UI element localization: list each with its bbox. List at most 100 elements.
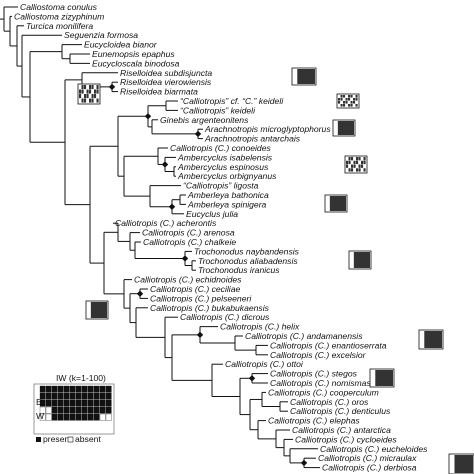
support-box-ambercyclus-cell <box>353 168 356 172</box>
taxon-label: Arachnotropis microglyptophorus <box>204 124 331 134</box>
support-box-amberleya-fill <box>329 196 346 211</box>
support-box-keideli-cell <box>343 101 346 104</box>
support-box-keideli-cell <box>345 104 348 107</box>
support-box-riselloidea-clade-cell <box>89 89 92 94</box>
legend-cell <box>81 406 88 414</box>
taxon-label: Calliotropis (C.) dicrous <box>180 312 270 322</box>
taxon-label: Seguenzia formosa <box>64 30 138 40</box>
support-box-riselloidea-clade-cell <box>89 94 92 99</box>
support-box-riselloidea-clade-cell <box>79 85 82 90</box>
taxon-label: Calliotropis (C.) pelseeneri <box>150 293 252 303</box>
taxon-label: Riselloidea subdisjuncta <box>120 68 212 78</box>
legend-cell <box>51 399 58 407</box>
support-box-keideli-cell <box>345 101 348 104</box>
support-box-ambercyclus-cell <box>358 160 361 165</box>
support-box-stegos-fill <box>375 370 393 386</box>
support-box-ambercyclus-cell <box>361 164 364 168</box>
legend-cell <box>69 406 76 414</box>
legend-cell <box>45 406 52 414</box>
support-box-riselloidea-clade-cell <box>91 89 94 94</box>
legend-cell <box>57 385 64 393</box>
support-box-ambercyclus-cell <box>356 164 359 168</box>
legend-cell <box>51 406 58 414</box>
support-box-ambercyclus-cell <box>361 168 364 172</box>
support-box-keideli-cell <box>355 95 358 98</box>
legend-cell <box>39 399 46 407</box>
taxon-label: Ginebis argenteonitens <box>160 115 249 125</box>
support-box-riselloidea-clade-cell <box>96 89 99 94</box>
support-box-riselloidea-clade-cell <box>81 98 84 103</box>
support-box-keideli-cell <box>348 101 351 104</box>
support-box-ambercyclus-cell <box>358 168 361 172</box>
support-box-ambercyclus-cell <box>351 157 354 161</box>
legend-cell <box>93 385 100 393</box>
taxon-label: Calliotropis (C.) ceciliae <box>150 284 240 294</box>
legend-cell <box>45 385 52 393</box>
support-box-riselloidea-clade-cell <box>94 98 97 103</box>
support-box-ambercyclus-cell <box>356 168 359 172</box>
support-box-riselloidea-clade-cell <box>94 89 97 94</box>
legend-cell <box>87 406 94 414</box>
support-legend: IW (k=1-100) E W present absent <box>33 373 115 444</box>
taxon-label: Eucycloidea bianor <box>84 40 158 50</box>
support-box-micraulax-fill <box>454 455 473 473</box>
node-diamond <box>161 161 169 168</box>
legend-title: IW (k=1-100) <box>56 373 106 383</box>
legend-cell <box>81 413 88 421</box>
legend-cell <box>63 385 70 393</box>
taxon-label: Calliotropis (C.) acherontis <box>115 218 217 228</box>
support-box-ambercyclus-cell <box>361 160 364 165</box>
taxon-label: Calliotropis (C.) antarctica <box>292 425 391 435</box>
legend-cell <box>93 399 100 407</box>
legend-cell <box>63 413 70 421</box>
support-box-keideli-cell <box>340 104 343 107</box>
legend-cell <box>99 413 106 421</box>
legend-cell <box>39 385 46 393</box>
support-box-keideli-cell <box>355 98 358 101</box>
support-box-keideli-cell <box>343 104 346 107</box>
taxon-label: Calliotropis (C.) cooperculum <box>268 387 379 397</box>
support-box-riselloidea-clade-cell <box>84 98 87 103</box>
support-box-ambercyclus-cell <box>351 160 354 165</box>
support-box-riselloidea-clade-cell <box>84 85 87 90</box>
legend-cell <box>75 399 82 407</box>
taxon-label: Calliostoma zizyphinum <box>14 11 104 21</box>
legend-cell <box>57 399 64 407</box>
taxon-label: Eunemopsis epaphus <box>92 49 175 59</box>
support-box-ambercyclus-cell <box>346 157 349 161</box>
legend-cell <box>105 399 112 407</box>
taxon-label: Calliostoma conulus <box>20 2 98 12</box>
legend-absent-swatch <box>67 436 74 443</box>
taxon-label: Trochonodus aliabadensis <box>198 256 298 266</box>
support-box-ambercyclus-cell <box>346 160 349 165</box>
legend-cell <box>69 392 76 400</box>
legend-cell <box>93 392 100 400</box>
legend-cell <box>51 413 58 421</box>
taxon-label: Calliotropis (C.) helix <box>220 322 300 332</box>
support-box-ambercyclus-cell <box>348 160 351 165</box>
legend-cell <box>39 413 46 421</box>
support-box-riselloidea-clade-cell <box>81 94 84 99</box>
node-diamond <box>300 459 308 467</box>
support-box-keideli-cell <box>345 98 348 101</box>
legend-cell <box>99 399 106 407</box>
taxon-label: “Calliotropis” keideli <box>180 105 256 115</box>
taxon-label: Calliotropis (C.) stegos <box>270 369 358 379</box>
node-diamond <box>168 203 176 210</box>
support-box-keideli-cell <box>348 98 351 101</box>
legend-cell <box>99 392 106 400</box>
support-box-keideli-cell <box>350 101 353 104</box>
support-box-keideli-cell <box>340 101 343 104</box>
taxon-label: Calliotropis (C.) micraulax <box>318 453 417 463</box>
support-box-riselloidea-clade-cell <box>81 89 84 94</box>
legend-cell <box>63 392 70 400</box>
support-box-ambercyclus-cell <box>348 157 351 161</box>
legend-present-swatch <box>36 437 41 442</box>
support-box-riselloidea-clade-cell <box>94 85 97 90</box>
support-box-keideli-cell <box>340 95 343 98</box>
support-box-riselloidea-clade-cell <box>84 94 87 99</box>
legend-cell <box>69 413 76 421</box>
legend-cell <box>87 399 94 407</box>
legend-cell <box>105 392 112 400</box>
